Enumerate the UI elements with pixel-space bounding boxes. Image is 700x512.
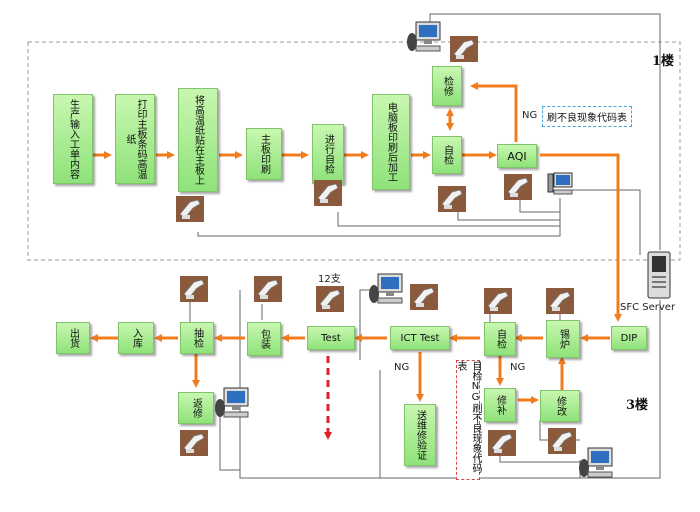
- step-test: Test: [307, 326, 355, 350]
- barcode-scanner-icon: [316, 286, 344, 312]
- step-patch: 修补: [484, 388, 516, 422]
- step-self-check-3: 自检: [484, 322, 516, 356]
- step-ict-test: ICT Test: [390, 326, 450, 350]
- computer-icon: [407, 21, 441, 52]
- barcode-scanner-icon: [176, 196, 204, 222]
- floor1-label: 1楼: [652, 54, 675, 69]
- step-aqi: AQI: [497, 144, 537, 168]
- step-production-input: 生产输入工单内容: [53, 94, 93, 184]
- computer-icon: [215, 387, 249, 418]
- step-warehouse: 入库: [118, 322, 154, 354]
- barcode-scanner-icon: [314, 180, 342, 206]
- step-attach-label: 将高温纸贴在主板上: [178, 88, 218, 192]
- floor1-region: [27, 41, 681, 261]
- ng-label-selfcheck: NG: [510, 362, 526, 373]
- computer-icon: [547, 172, 573, 195]
- aqi-note: 刷不良现象代码表: [542, 106, 632, 127]
- step-sampling: 抽检: [180, 322, 214, 354]
- server-label: SFC Server: [620, 302, 676, 313]
- barcode-scanner-icon: [254, 276, 282, 302]
- step-board-print: 主板印刷: [246, 128, 282, 180]
- step-ship: 出货: [56, 322, 90, 354]
- barcode-scanner-icon: [484, 288, 512, 314]
- step-dip: DIP: [611, 326, 647, 350]
- floor3-label: 3楼: [626, 398, 649, 413]
- step-send-repair: 送维修验证: [404, 404, 436, 466]
- step-modify: 修改: [540, 390, 580, 422]
- server-icon: [647, 251, 671, 299]
- barcode-scanner-icon: [548, 428, 576, 454]
- step-rework-return: 返修: [178, 392, 214, 424]
- barcode-scanner-icon: [438, 186, 466, 212]
- step-self-check-1: 进行自检: [312, 124, 344, 184]
- test-count-label: 12支: [318, 274, 341, 285]
- step-package: 包装: [247, 322, 281, 356]
- step-print-barcode: 打印主板条码高温纸: [115, 94, 155, 184]
- barcode-scanner-icon: [180, 430, 208, 456]
- step-furnace: 锡炉: [546, 320, 580, 358]
- barcode-scanner-icon: [180, 276, 208, 302]
- ng-label-ict: NG: [394, 362, 410, 373]
- barcode-scanner-icon: [410, 284, 438, 310]
- ng-label-aqi: NG: [522, 110, 538, 121]
- barcode-scanner-icon: [546, 288, 574, 314]
- barcode-scanner-icon: [488, 430, 516, 456]
- computer-icon: [369, 273, 403, 304]
- barcode-scanner-icon: [450, 36, 478, 62]
- step-self-check-2: 自检: [432, 136, 462, 174]
- computer-icon: [579, 447, 613, 478]
- floor3-note: 目检NG刷不良现象代码表: [455, 360, 481, 480]
- step-post-process: 电脑板印刷后加工: [372, 94, 410, 190]
- barcode-scanner-icon: [504, 174, 532, 200]
- step-repair-1: 检修: [432, 66, 462, 106]
